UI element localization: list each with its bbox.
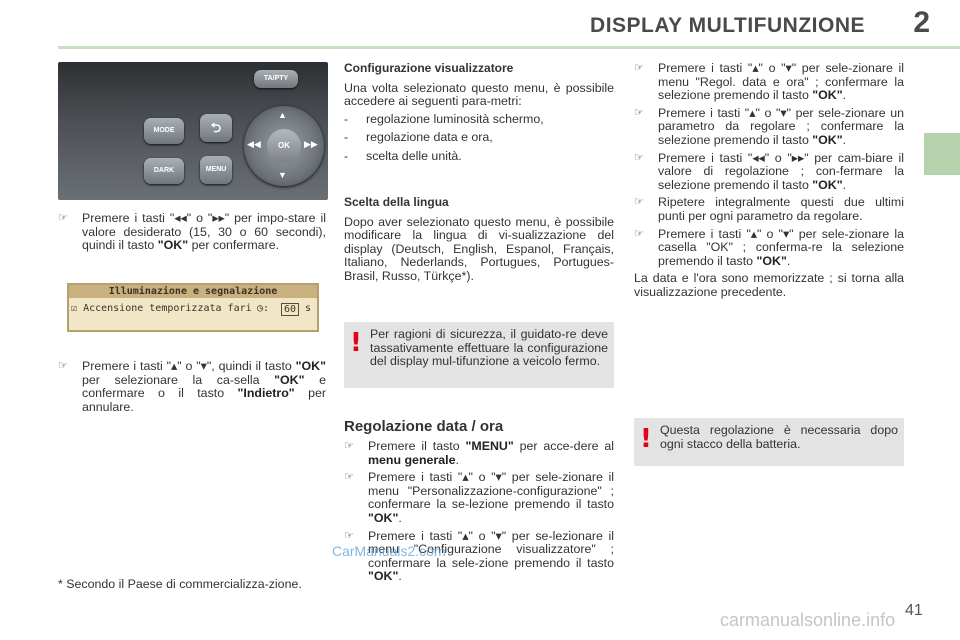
page-title: DISPLAY MULTIFUNZIONE bbox=[590, 14, 865, 37]
checkbox-checked-icon: ☑ bbox=[71, 303, 78, 314]
col2-date-bullets: ☞ Premere il tasto "MENU" per acce-dere … bbox=[344, 439, 614, 584]
pointing-hand-icon: ☞ bbox=[344, 529, 354, 542]
clock-icon: ◷: bbox=[257, 303, 270, 314]
display-menu-title: Illuminazione e segnalazione bbox=[69, 285, 317, 298]
down-arrow-icon: ▼ bbox=[278, 170, 287, 180]
pointing-hand-icon: ☞ bbox=[58, 360, 68, 372]
config-item: regolazione data e ora, bbox=[366, 130, 493, 145]
fast-forward-icon: ▸▸ bbox=[212, 211, 225, 225]
config-item: scelta delle unità. bbox=[366, 148, 462, 163]
watermark-carmanualsonline: carmanualsonline.info bbox=[720, 610, 896, 630]
pointing-hand-icon: ☞ bbox=[634, 106, 644, 119]
menu-button: MENU bbox=[200, 156, 232, 184]
config-item: regolazione luminosità schermo, bbox=[366, 111, 544, 126]
page-number: 41 bbox=[905, 602, 923, 619]
up-arrow-icon: ▴ bbox=[171, 359, 178, 373]
warning-box-safety: ! Per ragioni di sicurezza, il guidato-r… bbox=[344, 322, 614, 388]
down-arrow-icon: ▾ bbox=[782, 226, 790, 241]
config-title: Configurazione visualizzatore bbox=[344, 61, 514, 75]
warning-text: Per ragioni di sicurezza, il guidato-re … bbox=[370, 327, 608, 369]
col1-bullet-1: ☞ Premere i tasti "◂◂" o "▸▸" per impo-s… bbox=[58, 211, 326, 253]
watermark-carmanuals2: CarManuals2.com bbox=[332, 543, 446, 559]
down-arrow-icon: ▾ bbox=[200, 359, 207, 373]
ok-button: OK bbox=[267, 129, 301, 163]
display-row-unit: s bbox=[305, 303, 312, 314]
config-intro: Una volta selezionato questo menu, è pos… bbox=[344, 80, 614, 109]
rewind-icon: ◂◂ bbox=[752, 150, 765, 165]
warning-exclamation-icon: ! bbox=[640, 424, 652, 454]
up-arrow-icon: ▴ bbox=[752, 61, 759, 75]
pointing-hand-icon: ☞ bbox=[58, 212, 68, 224]
up-arrow-icon: ▴ bbox=[462, 528, 469, 543]
direction-pad: OK ▲ ▼ ◀◀ ▶▶ bbox=[244, 106, 324, 186]
col1-bullet-2: ☞ Premere i tasti "▴" o "▾", quindi il t… bbox=[58, 359, 327, 414]
pointing-hand-icon: ☞ bbox=[634, 62, 644, 74]
up-arrow-icon: ▴ bbox=[750, 226, 757, 241]
down-arrow-icon: ▾ bbox=[785, 61, 792, 75]
ta-pty-button: TA/PTY bbox=[254, 70, 298, 88]
closing-text: La data e l'ora sono memorizzate ; si to… bbox=[634, 271, 904, 299]
date-time-title: Regolazione data / ora bbox=[344, 418, 504, 435]
fast-forward-icon: ▸▸ bbox=[791, 150, 805, 165]
control-panel-photo: TA/PTY MODE DARK ⮌ MENU OK ▲ ▼ ◀◀ ▶▶ bbox=[58, 62, 328, 200]
down-arrow-icon: ▾ bbox=[495, 528, 502, 543]
warning-text: Questa regolazione è necessaria dopo ogn… bbox=[660, 423, 898, 451]
pointing-hand-icon: ☞ bbox=[634, 151, 644, 164]
rewind-icon: ◀◀ bbox=[247, 139, 261, 149]
header-rule bbox=[58, 46, 960, 49]
display-screenshot: Illuminazione e segnalazione ☑ Accension… bbox=[67, 283, 319, 332]
display-menu-row: ☑ Accensione temporizzata fari ◷: 60 s bbox=[69, 302, 317, 316]
back-arrow-icon: ⮌ bbox=[200, 114, 232, 142]
pointing-hand-icon: ☞ bbox=[634, 196, 644, 209]
up-arrow-icon: ▴ bbox=[462, 470, 469, 485]
pointing-hand-icon: ☞ bbox=[344, 440, 354, 452]
language-title: Scelta della lingua bbox=[344, 195, 449, 209]
rewind-icon: ◂◂ bbox=[174, 211, 187, 225]
mode-button: MODE bbox=[144, 118, 184, 144]
col2-language-section: Scelta della lingua Dopo aver selezionat… bbox=[344, 195, 614, 284]
down-arrow-icon: ▾ bbox=[495, 470, 502, 485]
dark-button: DARK bbox=[144, 158, 184, 184]
pointing-hand-icon: ☞ bbox=[344, 471, 354, 484]
up-arrow-icon: ▴ bbox=[749, 105, 756, 120]
warning-box-battery: ! Questa regolazione è necessaria dopo o… bbox=[634, 418, 904, 466]
fast-forward-icon: ▶▶ bbox=[304, 139, 318, 149]
pointing-hand-icon: ☞ bbox=[634, 227, 644, 240]
chapter-side-tab bbox=[924, 133, 960, 175]
display-row-value: 60 bbox=[281, 303, 300, 316]
display-row-label: Accensione temporizzata fari bbox=[83, 303, 252, 314]
language-text: Dopo aver selezionato questo menu, è pos… bbox=[344, 214, 614, 283]
up-arrow-icon: ▲ bbox=[278, 110, 287, 120]
warning-exclamation-icon: ! bbox=[350, 328, 362, 358]
down-arrow-icon: ▾ bbox=[780, 105, 787, 120]
col3-bullets: ☞ Premere i tasti "▴" o "▾" per sele-zio… bbox=[634, 61, 904, 299]
footnote: * Secondo il Paese di commercializza-zio… bbox=[58, 577, 302, 591]
chapter-number: 2 bbox=[913, 6, 930, 39]
col2-config-section: Configurazione visualizzatore Una volta … bbox=[344, 61, 614, 163]
